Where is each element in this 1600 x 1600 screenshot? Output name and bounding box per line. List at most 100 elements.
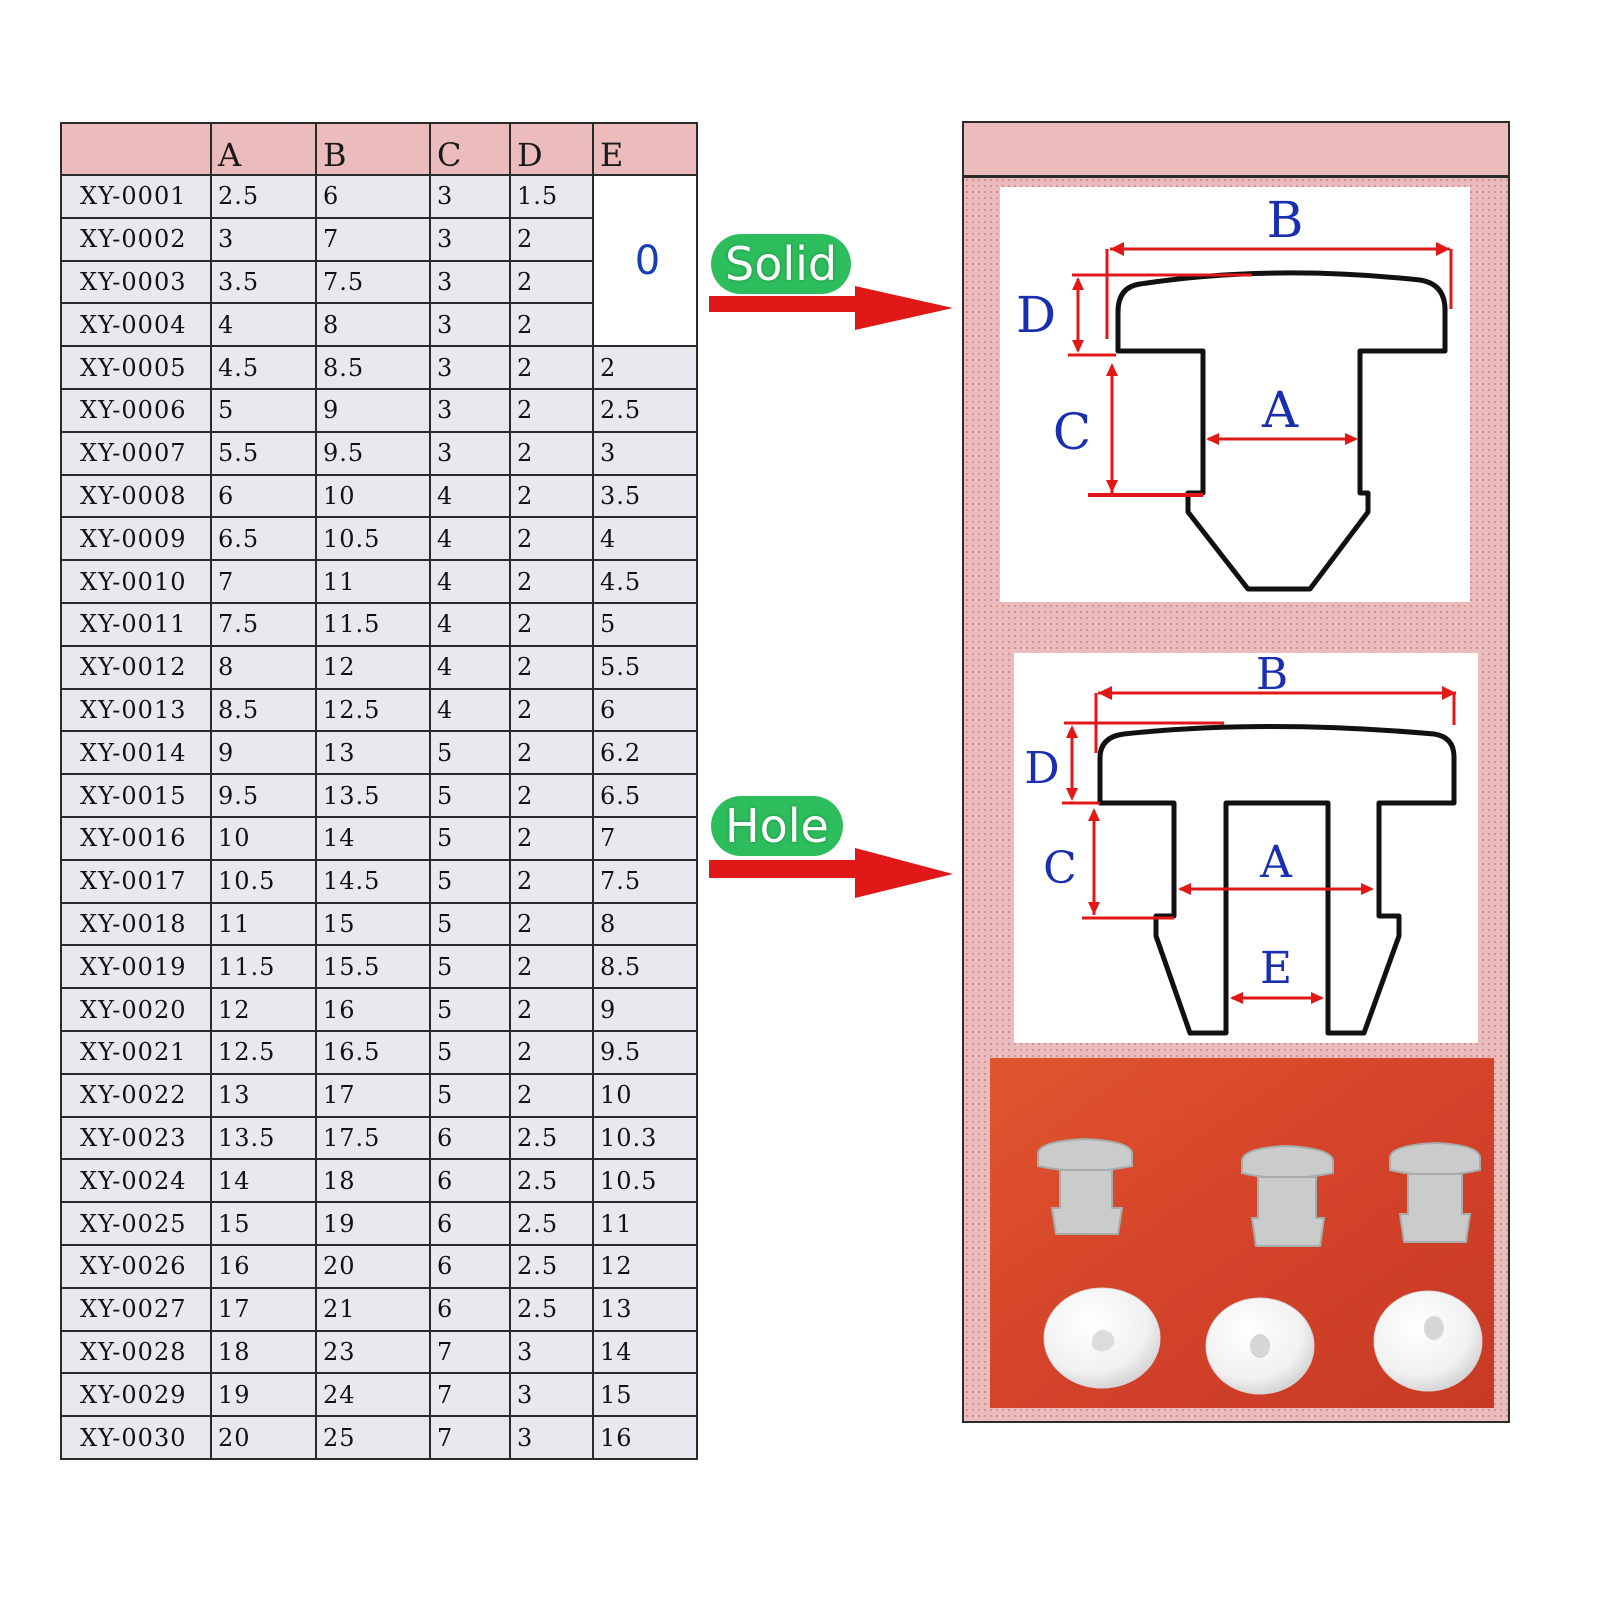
model-cell: XY-0012 xyxy=(60,644,212,690)
model-cell: XY-0019 xyxy=(60,944,212,990)
model-cell: XY-0013 xyxy=(60,687,212,733)
d-cell: 2 xyxy=(509,216,594,262)
plug-top-2 xyxy=(1205,1297,1315,1395)
c-cell: 3 xyxy=(429,302,511,348)
panel-header xyxy=(964,123,1508,178)
model-cell: XY-0015 xyxy=(60,773,212,818)
d-cell: 2.5 xyxy=(509,1286,594,1332)
hole-label-a: A xyxy=(1259,837,1293,888)
b-cell: 17 xyxy=(315,1072,431,1118)
a-cell: 12.5 xyxy=(210,1029,317,1075)
model-cell: XY-0011 xyxy=(60,601,212,647)
model-cell: XY-0026 xyxy=(60,1243,212,1289)
c-cell: 4 xyxy=(429,559,511,604)
c-cell: 6 xyxy=(429,1201,511,1246)
c-cell: 3 xyxy=(429,216,511,262)
d-cell: 2 xyxy=(509,516,594,562)
model-cell: XY-0006 xyxy=(60,387,212,433)
d-cell: 2.5 xyxy=(509,1158,594,1204)
a-cell: 3.5 xyxy=(210,259,317,305)
d-cell: 2 xyxy=(509,687,594,733)
d-cell: 2 xyxy=(509,773,594,818)
model-cell: XY-0022 xyxy=(60,1072,212,1118)
plug-side-3 xyxy=(1389,1141,1481,1243)
d-cell: 2 xyxy=(509,302,594,348)
d-cell: 2 xyxy=(509,559,594,604)
solid-label-b: B xyxy=(1267,191,1304,249)
a-cell: 2.5 xyxy=(210,174,317,219)
b-cell: 12.5 xyxy=(315,687,431,733)
a-cell: 7 xyxy=(210,559,317,604)
c-cell: 5 xyxy=(429,815,511,861)
d-cell: 3 xyxy=(509,1415,594,1460)
b-cell: 23 xyxy=(315,1329,431,1375)
model-cell: XY-0014 xyxy=(60,730,212,776)
e-cell: 6.5 xyxy=(592,773,698,818)
solid-arrow: Solid xyxy=(705,234,955,354)
b-cell: 24 xyxy=(315,1372,431,1418)
plug-top-3 xyxy=(1373,1290,1483,1392)
c-cell: 5 xyxy=(429,730,511,776)
a-cell: 13.5 xyxy=(210,1115,317,1161)
d-cell: 2 xyxy=(509,644,594,690)
model-cell: XY-0001 xyxy=(60,174,212,219)
solid-diagram: B D C A xyxy=(1000,187,1470,602)
c-cell: 6 xyxy=(429,1243,511,1289)
d-cell: 2 xyxy=(509,944,594,990)
d-cell: 1.5 xyxy=(509,174,594,219)
e-merged-cell: 0 xyxy=(592,173,698,348)
header-e: E xyxy=(592,122,698,176)
solid-badge: Solid xyxy=(711,234,852,294)
model-cell: XY-0020 xyxy=(60,987,212,1032)
header-a: A xyxy=(210,122,317,176)
e-cell: 3.5 xyxy=(592,473,698,519)
plug-top-1 xyxy=(1043,1287,1161,1389)
a-cell: 11.5 xyxy=(210,944,317,990)
e-cell: 14 xyxy=(592,1329,698,1375)
e-cell: 8 xyxy=(592,901,698,947)
a-cell: 20 xyxy=(210,1415,317,1460)
header-c: C xyxy=(429,122,511,176)
b-cell: 11 xyxy=(315,559,431,604)
right-panel: B D C A xyxy=(962,121,1510,1423)
b-cell: 21 xyxy=(315,1286,431,1332)
b-cell: 8 xyxy=(315,302,431,348)
b-cell: 10.5 xyxy=(315,516,431,562)
d-cell: 2 xyxy=(509,901,594,947)
c-cell: 3 xyxy=(429,174,511,219)
hole-label-e: E xyxy=(1260,943,1292,994)
c-cell: 5 xyxy=(429,987,511,1032)
b-cell: 15.5 xyxy=(315,944,431,990)
d-cell: 2.5 xyxy=(509,1115,594,1161)
model-cell: XY-0027 xyxy=(60,1286,212,1332)
d-cell: 2 xyxy=(509,259,594,305)
d-cell: 3 xyxy=(509,1329,594,1375)
a-cell: 18 xyxy=(210,1329,317,1375)
c-cell: 4 xyxy=(429,516,511,562)
b-cell: 11.5 xyxy=(315,601,431,647)
model-cell: XY-0007 xyxy=(60,430,212,476)
a-cell: 8 xyxy=(210,644,317,690)
a-cell: 6.5 xyxy=(210,516,317,562)
c-cell: 7 xyxy=(429,1372,511,1418)
a-cell: 9.5 xyxy=(210,773,317,818)
c-cell: 5 xyxy=(429,1029,511,1075)
e-cell: 7.5 xyxy=(592,858,698,904)
solid-label-d: D xyxy=(1016,286,1056,344)
